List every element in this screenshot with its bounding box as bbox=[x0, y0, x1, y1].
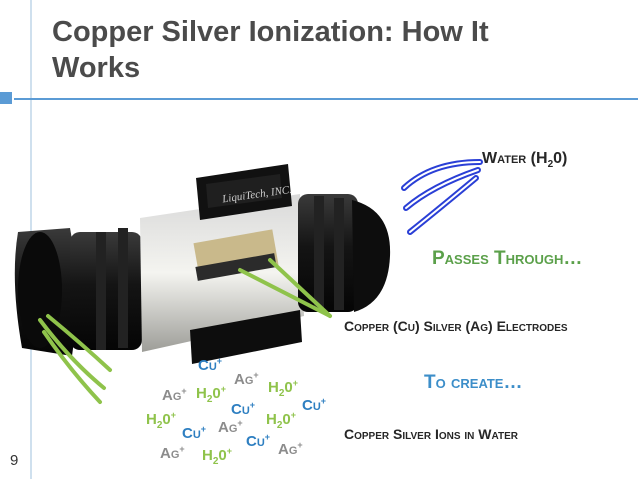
header-divider bbox=[14, 98, 638, 100]
ion-cu: Cu+ bbox=[246, 432, 271, 450]
ionizer-device-illustration: LiquiTech, INC. bbox=[14, 164, 391, 404]
ion-h2o: H20+ bbox=[266, 410, 297, 431]
ion-ag: Ag+ bbox=[278, 440, 303, 458]
label-electrodes: Copper (Cu) Silver (Ag) Electrodes bbox=[344, 318, 568, 334]
blue-inflow-arrows bbox=[401, 159, 483, 235]
slide-title: Copper Silver Ionization: How It Works bbox=[52, 16, 489, 84]
ion-ag: Ag+ bbox=[162, 386, 187, 404]
accent-square bbox=[0, 92, 12, 104]
ion-cu: Cu+ bbox=[231, 400, 256, 418]
ion-ag: Ag+ bbox=[234, 370, 259, 388]
label-to-create: To create… bbox=[424, 372, 523, 393]
ion-h2o: H20+ bbox=[268, 378, 299, 399]
label-water: Water (H20) bbox=[482, 150, 568, 171]
right-end-cap bbox=[352, 200, 391, 312]
ion-ag: Ag+ bbox=[160, 444, 185, 462]
ion-h2o: H20+ bbox=[196, 384, 227, 405]
label-ions-in-water: Copper Silver Ions in Water bbox=[344, 426, 518, 442]
slide-number: 9 bbox=[10, 452, 19, 469]
ion-h2o: H20+ bbox=[202, 446, 233, 467]
ion-h2o: H20+ bbox=[146, 410, 177, 431]
ion-cu: Cu+ bbox=[182, 424, 207, 442]
green-outflow-arrows bbox=[38, 314, 112, 404]
label-passes-through: Passes Through… bbox=[432, 248, 583, 269]
ion-cu: Cu+ bbox=[198, 356, 223, 374]
ion-cu: Cu+ bbox=[302, 396, 327, 414]
ion-ag: Ag+ bbox=[218, 418, 243, 436]
electrode-pointer-arrows bbox=[238, 258, 332, 318]
